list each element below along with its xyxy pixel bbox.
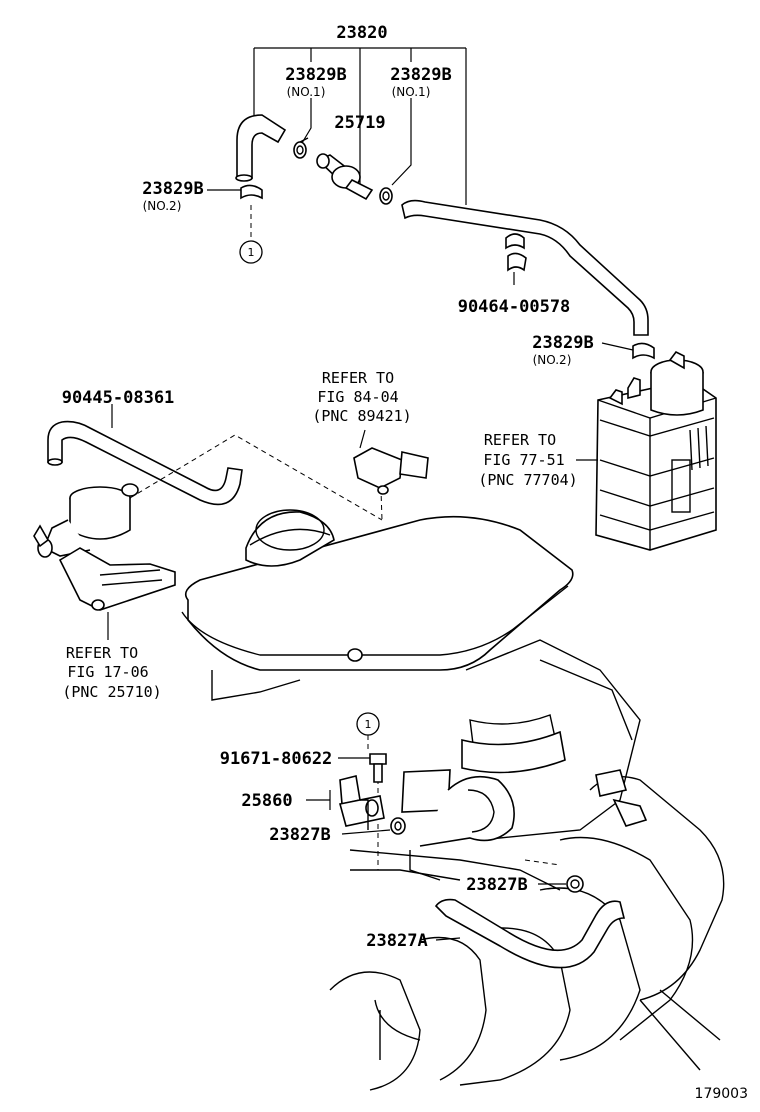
label-23829b-no1-left: 23829B <box>285 65 346 85</box>
clamp-no1-left <box>293 137 309 159</box>
clamp-no1-right <box>379 187 393 205</box>
label-91671-80622: 91671-80622 <box>220 749 333 769</box>
label-90464-00578: 90464-00578 <box>458 297 571 317</box>
leader-23829b-d <box>601 342 634 351</box>
svg-text:1: 1 <box>365 718 372 731</box>
ref-a-line1: REFER TO <box>322 369 394 387</box>
hose-long <box>401 199 649 336</box>
ref-c-line2: FIG 17-06 <box>67 663 148 681</box>
clip-90464 <box>505 233 527 272</box>
svg-text:1: 1 <box>248 246 255 259</box>
label-23829b-no2-left-sub: (NO.2) <box>143 199 182 213</box>
label-23827a: 23827A <box>366 931 427 951</box>
label-23829b-no2-left: 23829B <box>142 179 203 199</box>
vsv-25860 <box>339 775 385 830</box>
label-23829b-no2-right: 23829B <box>532 333 593 353</box>
dash-isc-connection <box>129 434 383 521</box>
ref-c-line3: (PNC 25710) <box>62 683 161 701</box>
leader-ref-a <box>359 429 366 449</box>
label-23829b-no1-right: 23829B <box>390 65 451 85</box>
label-25719: 25719 <box>334 113 385 133</box>
hose-end <box>235 174 253 182</box>
ref-c-line1: REFER TO <box>66 644 138 662</box>
label-23829b-no2-right-sub: (NO.2) <box>533 353 572 367</box>
hose-90445 <box>47 420 243 506</box>
ref-a-line2: FIG 84-04 <box>317 388 398 406</box>
hose-23827a <box>434 898 626 969</box>
label-23829b-no1-right-sub: (NO.1) <box>392 85 431 99</box>
clamp-no2-left <box>240 184 263 200</box>
clamp-23827b-upper <box>390 817 406 835</box>
ref-b-line2: FIG 77-51 <box>483 451 564 469</box>
label-90445-08361: 90445-08361 <box>62 388 175 408</box>
clamp-no2-right <box>632 342 655 360</box>
leader-23829b-b <box>391 98 412 186</box>
label-23829b-no1-left-sub: (NO.1) <box>287 85 326 99</box>
hose-90445-end <box>47 458 63 466</box>
figure-id: 179003 <box>695 1086 748 1102</box>
ref-b-line1: REFER TO <box>484 431 556 449</box>
leader-23827b-a <box>341 829 391 835</box>
intake-manifold <box>329 639 725 1091</box>
label-23820: 23820 <box>336 23 387 43</box>
hose-elbow <box>236 114 287 179</box>
dash-hose-lower <box>524 859 561 866</box>
isc-valve <box>33 483 176 611</box>
air-cleaner <box>181 509 574 701</box>
ref-b-line3: (PNC 77704) <box>478 471 577 489</box>
label-23827b-upper: 23827B <box>269 825 330 845</box>
leader-25860 <box>306 790 331 810</box>
circle-marker-b: 1 <box>356 712 380 736</box>
label-25860: 25860 <box>241 791 292 811</box>
circle-marker-a: 1 <box>239 240 263 264</box>
bolt-91671 <box>369 753 387 783</box>
sensor-89421 <box>353 447 429 495</box>
label-23827b-lower: 23827B <box>466 875 527 895</box>
bracket-lower <box>409 850 441 881</box>
clamp-23827b-lower <box>566 875 584 893</box>
valve-25719 <box>316 153 374 201</box>
leader-23829b-a <box>301 98 312 144</box>
bracket-23820 <box>253 47 467 205</box>
leader-23827a <box>435 937 461 941</box>
ref-a-line3: (PNC 89421) <box>312 407 411 425</box>
charcoal-canister <box>595 350 717 551</box>
